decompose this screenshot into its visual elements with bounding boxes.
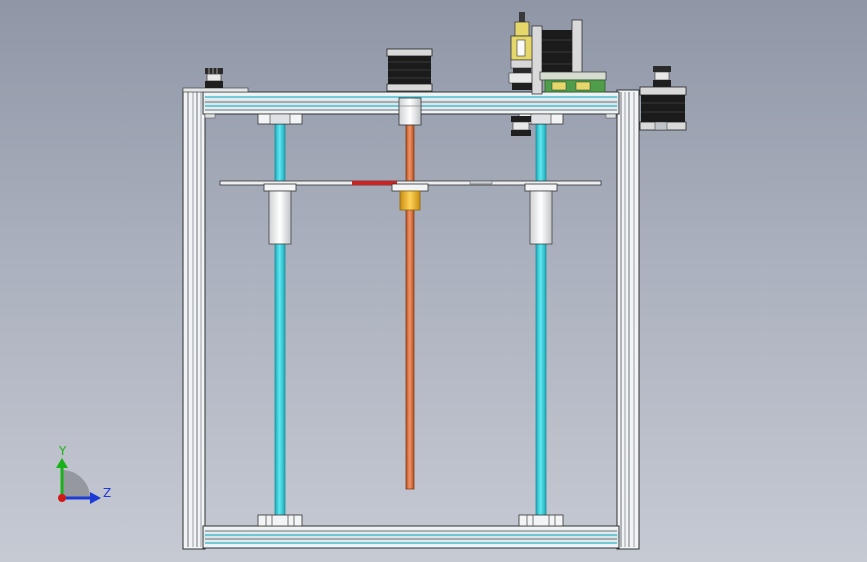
left-upright-extrusion[interactable] bbox=[182, 89, 206, 550]
right-upright-extrusion[interactable] bbox=[616, 89, 640, 550]
top-left-corner-plate bbox=[182, 87, 249, 93]
bottom-beam-extrusion[interactable] bbox=[202, 525, 620, 549]
triad-y-label: Y bbox=[58, 444, 67, 458]
coordinate-triad-icon[interactable] bbox=[56, 458, 101, 504]
left-linear-bearing[interactable] bbox=[263, 183, 297, 245]
triad-z-label: Z bbox=[103, 486, 111, 500]
lead-screw[interactable] bbox=[405, 123, 415, 490]
pulley-icon[interactable] bbox=[205, 68, 223, 88]
left-bottom-rod-support bbox=[257, 514, 303, 527]
right-bottom-rod-support bbox=[518, 514, 564, 527]
left-top-rod-support bbox=[257, 113, 303, 125]
extruder-assembly[interactable] bbox=[508, 12, 607, 136]
right-guide-rod[interactable] bbox=[535, 115, 547, 519]
lead-screw-nut[interactable] bbox=[391, 183, 429, 211]
bed-marker bbox=[352, 181, 397, 185]
lead-screw-coupler bbox=[398, 97, 422, 126]
stepper-motor-icon[interactable] bbox=[386, 48, 433, 92]
right-linear-bearing[interactable] bbox=[524, 183, 558, 245]
right-stepper-motor-icon[interactable] bbox=[639, 66, 687, 131]
frame[interactable] bbox=[182, 87, 640, 550]
left-guide-rod[interactable] bbox=[274, 115, 286, 519]
